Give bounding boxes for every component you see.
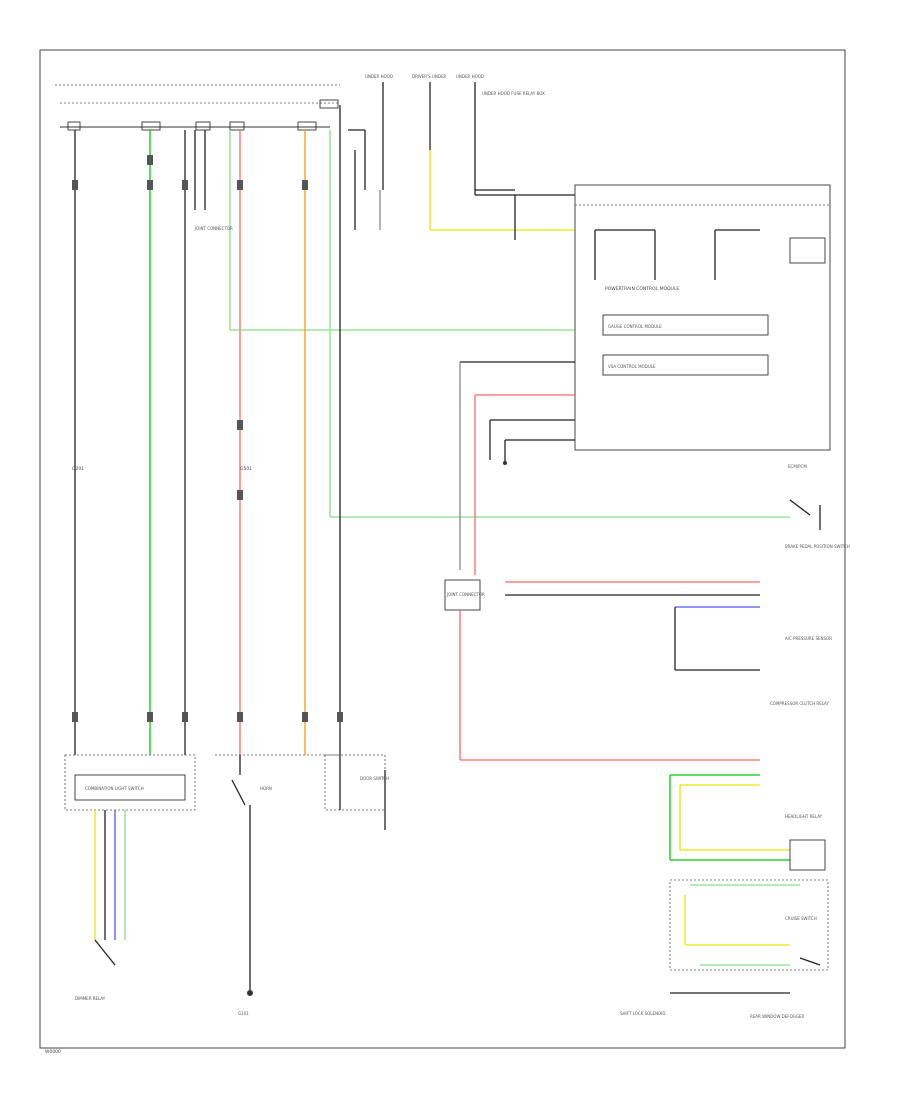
ground-bottom-label: G101 <box>238 1011 249 1016</box>
ac-pressure-label: A/C PRESSURE SENSOR <box>785 636 832 641</box>
ac-pressure-group: A/C PRESSURE SENSOR COMPRESSOR CLUTCH RE… <box>674 606 832 706</box>
door-switch-label: DOOR SWITCH <box>360 776 389 781</box>
ground-left-label: G201 <box>72 466 84 472</box>
horn-label: HORN <box>260 786 272 791</box>
jct-top-label: JOINT CONNECTOR <box>194 226 233 231</box>
cruise-group: CRUISE SWITCH SHIFT LOCK SOLENOID REAR W… <box>620 879 829 1019</box>
left-wires: G201 G501 JOINT CONNECTOR <box>72 130 790 755</box>
diagram-border <box>39 49 846 1049</box>
jct-mid-label: JOINT CONNECTOR <box>446 592 485 597</box>
gauge-ctrl-label: GAUGE CONTROL MODULE <box>608 324 662 329</box>
ecm-label: ECM/PCM <box>788 464 807 469</box>
fuse-box-note: UNDER HOOD FUSE RELAY BOX <box>482 91 545 96</box>
ac-compressor-label: COMPRESSOR CLUTCH RELAY <box>770 701 829 706</box>
pcm-module: POWERTRAIN CONTROL MODULE GAUGE CONTROL … <box>574 184 831 469</box>
brake-switch-label: BRAKE PEDAL POSITION SWITCH <box>785 544 850 549</box>
fuse-label-1: UNDER HOOD <box>365 74 393 79</box>
junction-connector: JOINT CONNECTOR <box>444 579 760 761</box>
connector-ticks <box>72 155 343 722</box>
brake-switch: BRAKE PEDAL POSITION SWITCH <box>785 499 850 549</box>
combination-switch: COMBINATION LIGHT SWITCH DIMMER RELAY <box>64 754 196 1001</box>
vsa-ctrl-label: VSA CONTROL MODULE <box>608 364 656 369</box>
pcm-label: POWERTRAIN CONTROL MODULE <box>605 286 679 292</box>
sbs-label: SHIFT LOCK SOLENOID <box>620 1011 665 1016</box>
g501-label: G501 <box>240 466 252 472</box>
cruise-label: CRUISE SWITCH <box>785 916 817 921</box>
center-switch-group: HORN DOOR SWITCH G101 <box>215 754 389 1016</box>
headlight-relay-label: HEADLIGHT RELAY <box>785 814 823 819</box>
headlight-relay-group: HEADLIGHT RELAY <box>669 774 826 871</box>
top-bus: UNDER HOOD DRIVER'S UNDER UNDER HOOD UND… <box>55 74 545 128</box>
pcm-signal-lines <box>459 361 575 575</box>
fuse-label-3: UNDER HOOD <box>456 74 484 79</box>
top-connectors <box>67 99 339 131</box>
dimmer-label: DIMMER RELAY <box>75 996 106 1001</box>
footer-code: W0000 <box>45 1049 61 1055</box>
fuse-columns <box>339 82 575 240</box>
rear-window-label: REAR WINDOW DEFOGGER <box>750 1014 804 1019</box>
fuse-label-2: DRIVER'S UNDER <box>412 74 447 79</box>
combination-label: COMBINATION LIGHT SWITCH <box>85 786 144 791</box>
